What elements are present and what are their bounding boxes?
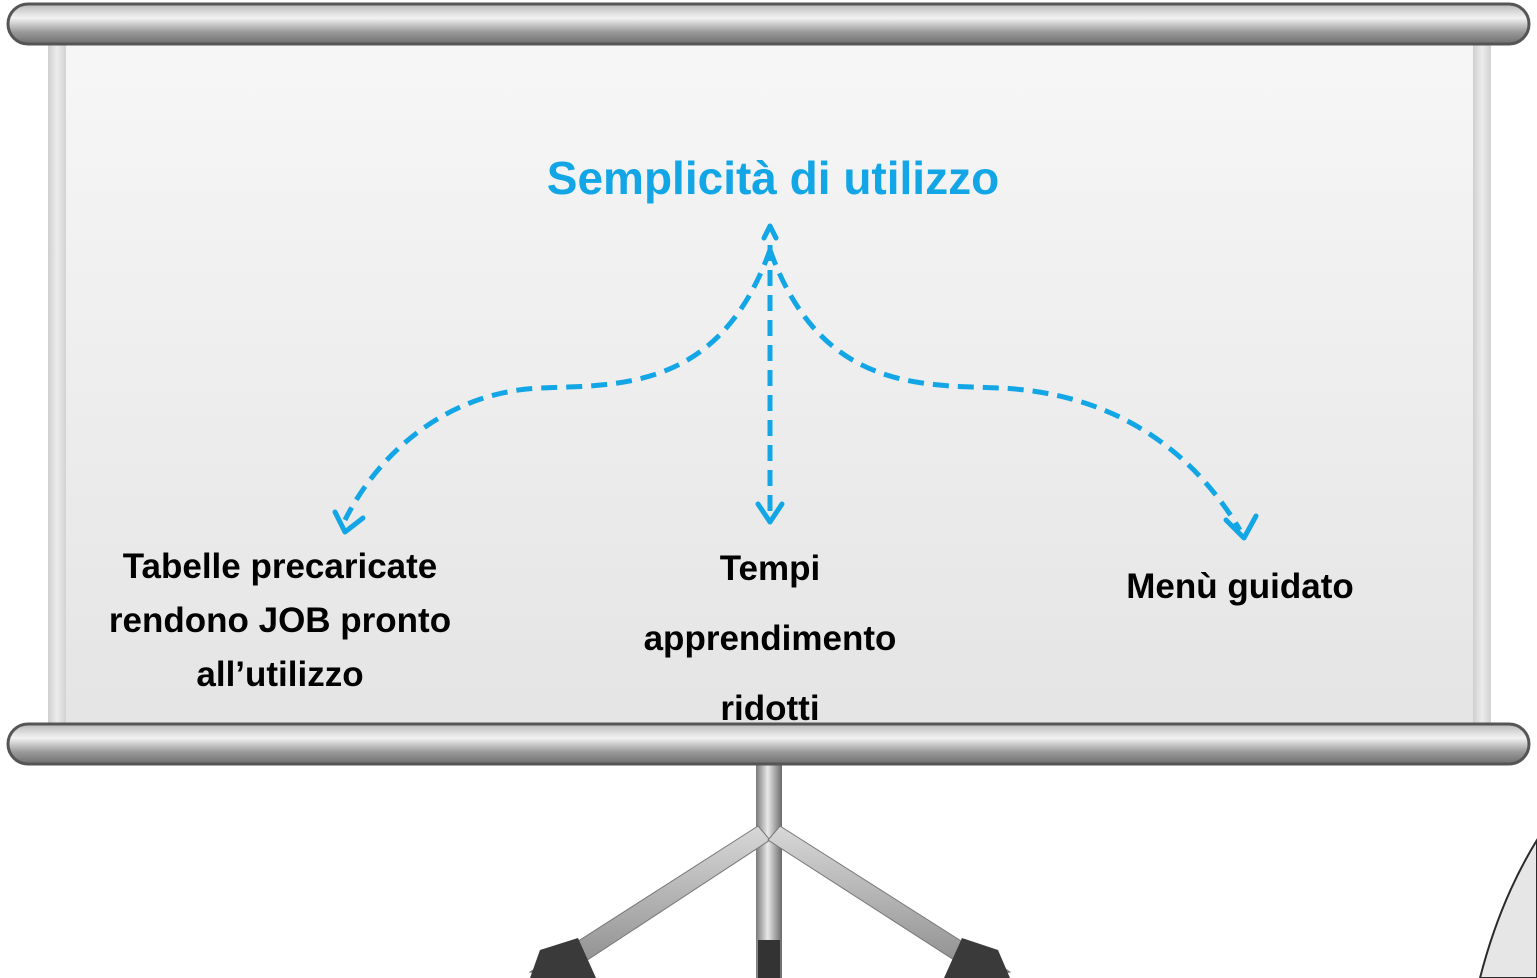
branch-label-line: Tabelle precaricate <box>122 547 438 586</box>
screen-left-edge <box>48 30 66 740</box>
branch-label-right: Menù guidato <box>1060 560 1420 614</box>
branch-label-line: ridotti <box>720 689 820 728</box>
arrowhead-left-icon <box>332 509 366 535</box>
page-curl <box>1478 838 1537 978</box>
branch-label-center: Tempi apprendimento ridotti <box>570 534 970 744</box>
branch-label-line: rendono JOB pronto <box>108 601 452 640</box>
arrowhead-right-icon <box>1223 513 1259 541</box>
tripod-legs <box>528 825 1012 978</box>
bottom-bar <box>6 722 1531 766</box>
branch-label-line: apprendimento <box>643 619 897 658</box>
arrow-left <box>342 249 773 522</box>
top-roller-bar <box>6 2 1531 46</box>
branch-label-left: Tabelle precaricate rendono JOB pronto a… <box>60 540 500 702</box>
branch-label-line: Tempi <box>719 549 821 588</box>
screen-right-edge <box>1473 30 1491 740</box>
arrowhead-top-icon <box>761 223 779 241</box>
branch-label-line: Menù guidato <box>1126 567 1354 606</box>
branch-arrows <box>342 245 1243 532</box>
arrow-right <box>767 249 1243 532</box>
diagram-title: Semplicità di utilizzo <box>546 152 1000 204</box>
branch-label-line: all’utilizzo <box>196 655 364 694</box>
arrowhead-center-icon <box>755 501 785 525</box>
